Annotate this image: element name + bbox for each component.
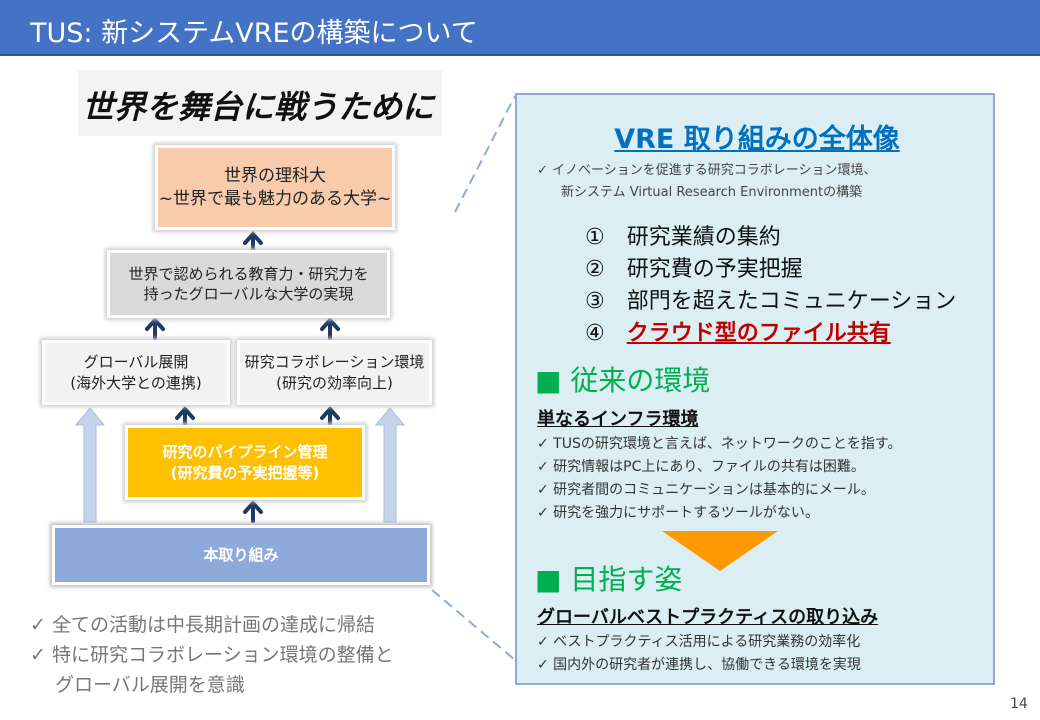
box-line: 本取り組み [203,545,279,564]
box-line: (海外大学との連携) [70,373,202,392]
section-heading: ■ 目指す姿 [535,563,683,596]
box-line: グローバル展開 [83,353,189,372]
arrow-up-icon [320,405,340,426]
list-item: ③ 部門を超えたコミュニケーション [585,289,957,314]
box-line: 世界の理科大 [224,165,326,186]
bullet: ✓ 研究を強力にサポートするツールがない。 [537,505,819,521]
base-box: 本取り組み [52,525,430,585]
goal-box: 世界の理科大~世界で最も魅力のある大学~ [155,145,395,230]
bullet: ✓ ベストプラクティス活用による研究業務の効率化 [537,634,861,650]
bullet: ✓ TUSの研究環境と言えば、ネットワークのことを指す。 [537,436,902,452]
global-box: グローバル展開(海外大学との連携) [42,340,230,405]
arrow-up-icon [145,316,165,340]
dashed-line [454,95,516,213]
section-subheading: 単なるインフラ環境 [537,409,699,430]
section-subheading: グローバルベストプラクティスの取り込み [537,607,879,628]
calligraphy-image: 世界を舞台に戦うために [78,70,442,136]
list-item: ④ クラウド型のファイル共有 [585,315,891,347]
left-note: ✓ 全ての活動は中長期計画の達成に帰結 [30,614,375,636]
intro-line: ✓ イノベーションを促進する研究コラボレーション環境、 [537,163,877,178]
vre-panel: VRE 取り組みの全体像 ✓ イノベーションを促進する研究コラボレーション環境、… [515,93,995,685]
arrow-up-icon [175,405,195,426]
intro-line: 新システム Virtual Research Environmentの構築 [561,185,863,200]
pipeline-box: 研究のパイプライン管理(研究費の予実把握等) [125,425,365,500]
bullet: ✓ 国内外の研究者が連携し、協働できる環境を実現 [537,657,861,673]
collaboration-box: 研究コラボレーション環境(研究の効率向上) [237,340,432,405]
section-heading: ■ 従来の環境 [535,364,711,397]
arrow-up-icon [243,499,263,523]
panel-title: VRE 取り組みの全体像 [614,124,900,155]
arrow-up-icon [243,230,263,252]
title-bar: TUS: 新システムVREの構築について [0,0,1040,56]
vision-box: 世界で認められる教育力・研究力を持ったグローバルな大学の実現 [107,250,390,318]
list-item: ② 研究費の予実把握 [585,257,803,282]
list-number: ④ [585,321,627,346]
list-item: ① 研究業績の集約 [585,225,781,250]
highlight-item: クラウド型のファイル共有 [626,321,891,346]
box-line: 研究のパイプライン管理 [162,443,328,462]
down-triangle-icon [662,531,778,571]
bullet: ✓ 研究者間のコミュニケーションは基本的にメール。 [537,482,875,498]
box-line: ~世界で最も魅力のある大学~ [158,188,392,209]
box-line: (研究費の予実把握等) [170,463,320,482]
box-line: 世界で認められる教育力・研究力を [128,264,369,283]
left-note: グローバル展開を意識 [55,674,245,696]
arrow-up-icon [320,316,340,340]
dashed-line [431,589,516,661]
wide-arrow-right [374,407,406,523]
box-line: (研究の効率向上) [276,373,393,392]
page-number: 14 [1010,696,1028,712]
box-line: 研究コラボレーション環境 [244,353,425,372]
left-note: ✓ 特に研究コラボレーション環境の整備と [30,644,394,666]
bullet: ✓ 研究情報はPC上にあり、ファイルの共有は困難。 [537,459,865,475]
wide-arrow-left [74,407,106,523]
box-line: 持ったグローバルな大学の実現 [143,285,354,303]
slide-title: TUS: 新システムVREの構築について [30,18,478,49]
